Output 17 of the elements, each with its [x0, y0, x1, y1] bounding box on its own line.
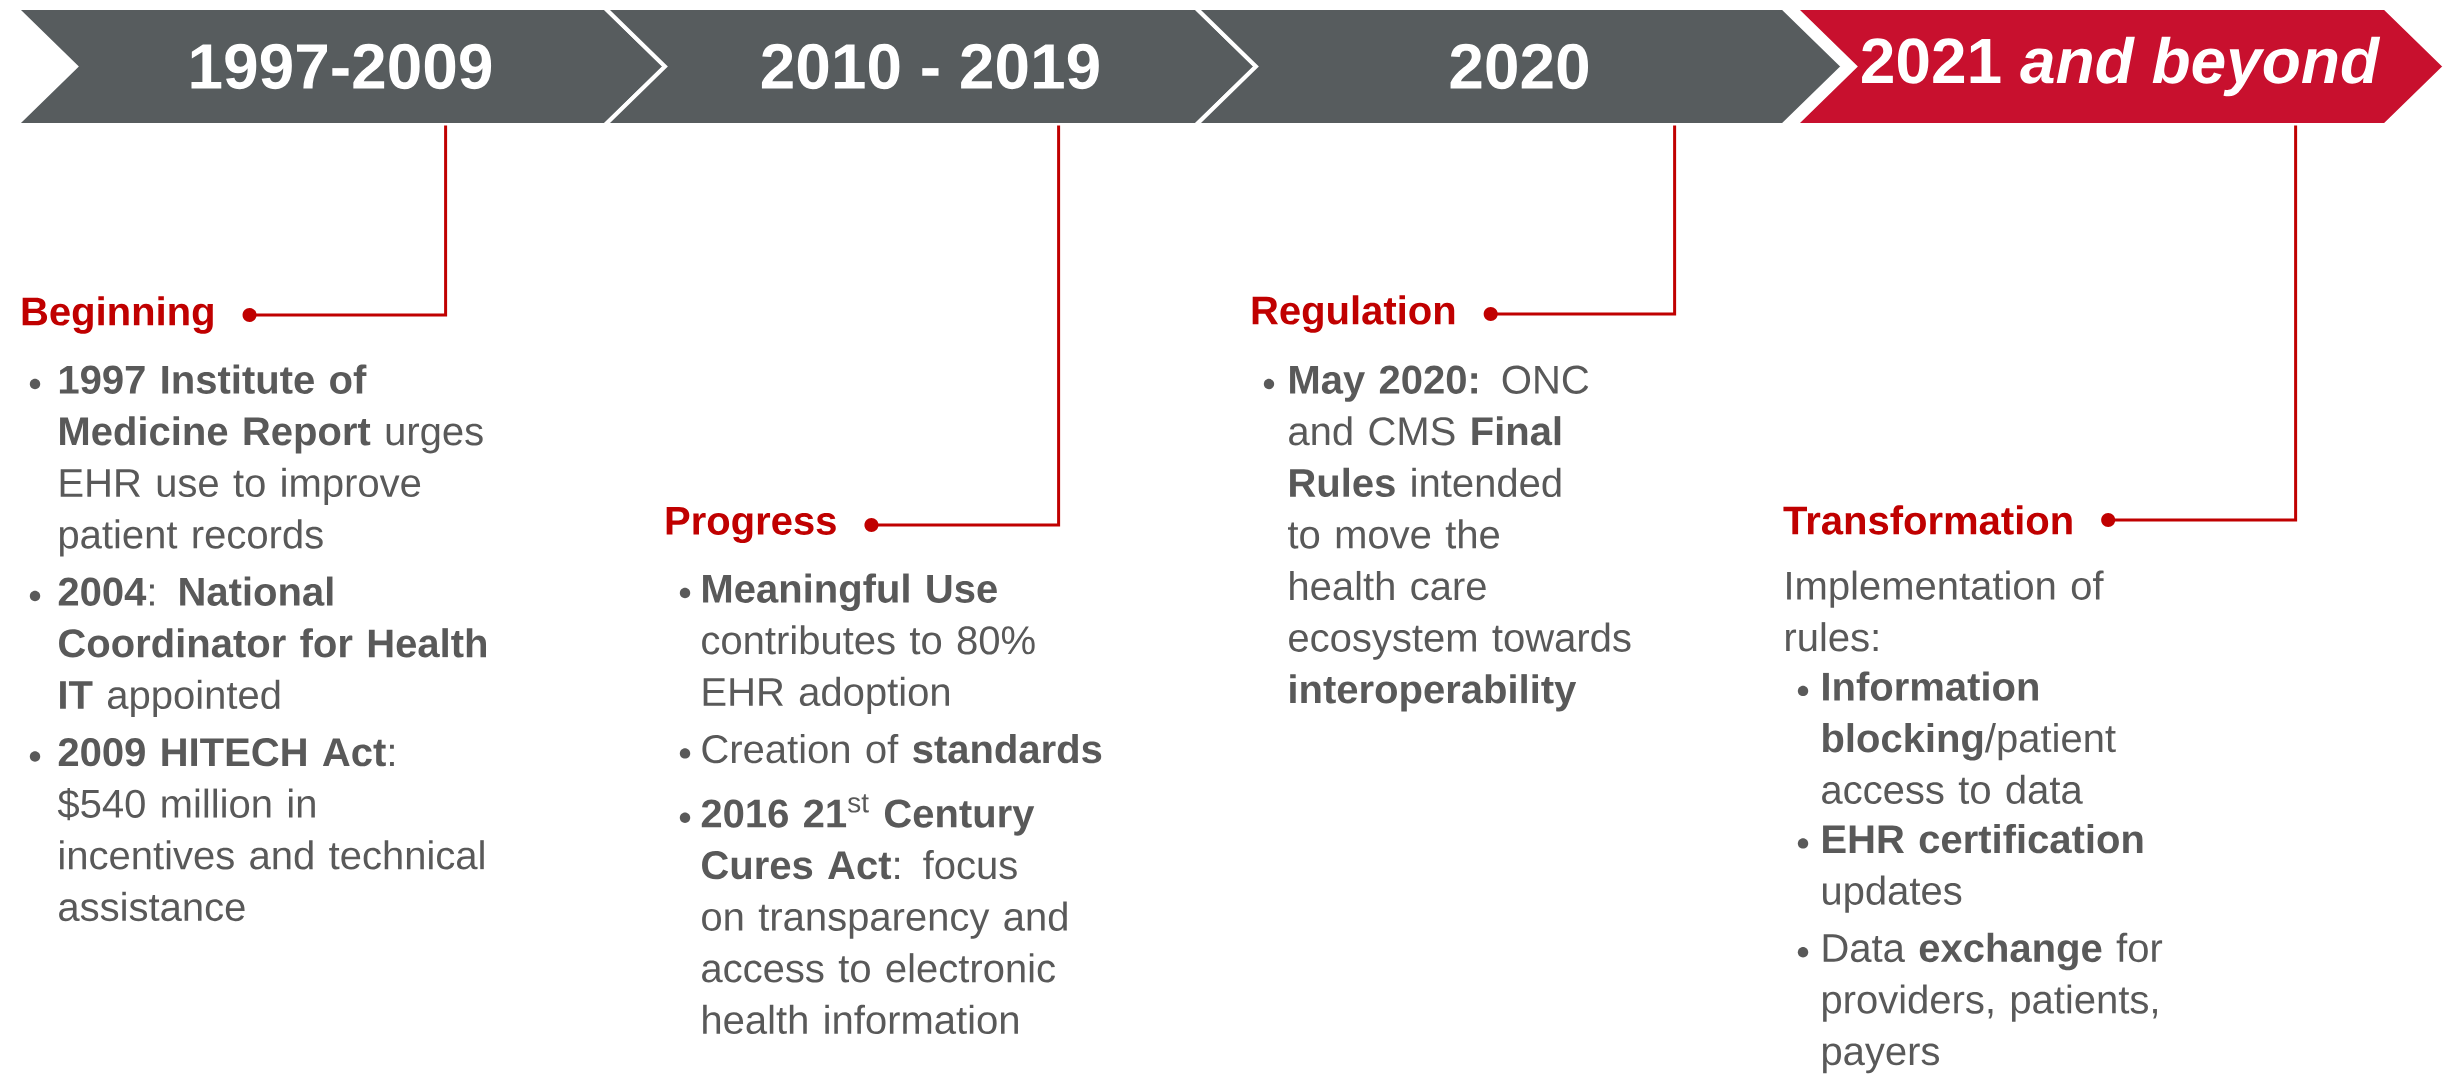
- bullet-text: 2009 HITECH Act: $540 million in incentives and technical assistance: [57, 738, 484, 922]
- bullet-text: May 2020: ONC and CMS Final Rules intended to move the health care ecosystem towards interoperability: [1288, 365, 1631, 712]
- section-heading: Regulation: [1252, 295, 1455, 333]
- section-heading: Transformation: [1783, 505, 2072, 535]
- leader-line: [242, 308, 257, 322]
- bullet-text: Data exchange for providers, patients, payers: [1823, 932, 2163, 1074]
- intro-text: Implementation of rules:: [1786, 570, 2104, 652]
- section-heading: Beginning: [22, 296, 213, 334]
- leader-line: [1483, 307, 1498, 321]
- bullet-text: Information blocking/patient access to data: [1822, 671, 2116, 804]
- bullet-text: Creation of standards: [702, 733, 1102, 764]
- bullet-text: 2004: National Coordinator for Health IT appointed: [58, 576, 486, 718]
- section-heading: Progress: [666, 507, 836, 543]
- leader-line: [864, 518, 879, 532]
- leader-line: [2101, 513, 2116, 527]
- bullet-text: 2016 21$^{st}$ Century Cures Act: focus on transparency and access to electronic health information: [701, 794, 1067, 1035]
- bullet-text: 1997 Institute of Medicine Report urges EHR use to improve patient records: [59, 364, 483, 557]
